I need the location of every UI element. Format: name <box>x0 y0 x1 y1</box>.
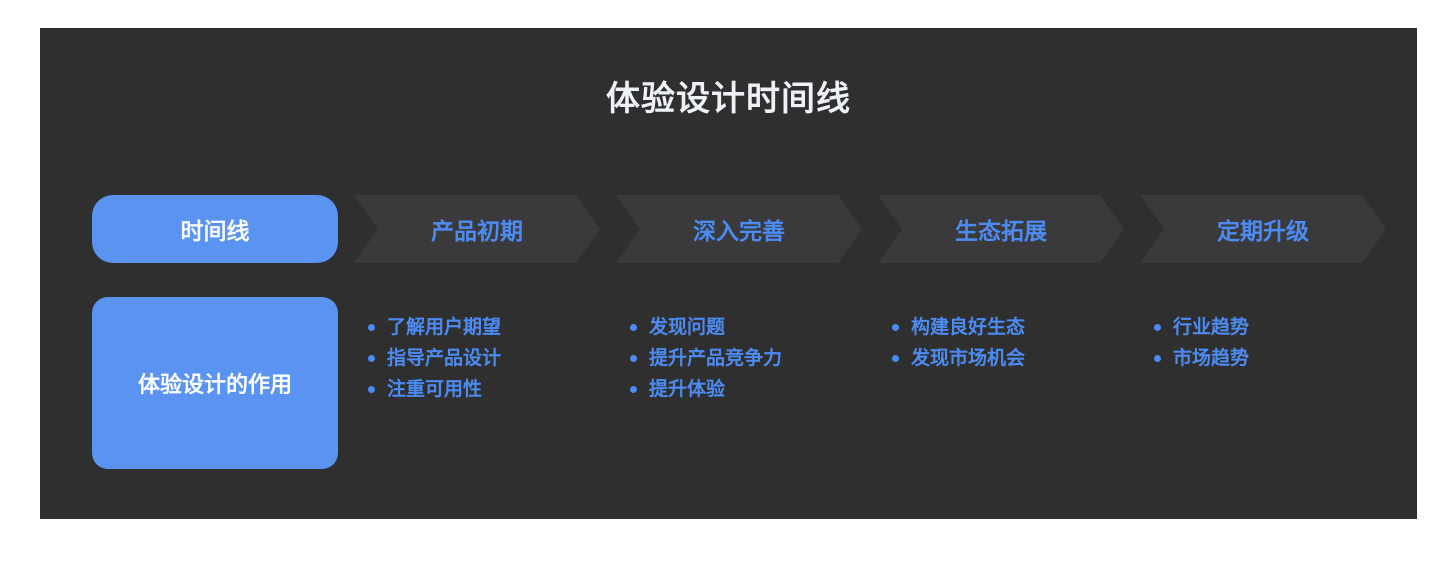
page-title: 体验设计时间线 <box>606 80 851 118</box>
list-item: 发现市场机会 <box>892 343 1124 374</box>
list-item: 了解用户期望 <box>368 312 600 343</box>
list-item-text: 指导产品设计 <box>387 348 502 369</box>
list-item: 市场趋势 <box>1154 343 1386 374</box>
list-item: 指导产品设计 <box>368 343 600 374</box>
bullet-list: 构建良好生态 发现市场机会 <box>878 297 1124 374</box>
bullet-dot <box>1154 355 1161 362</box>
timeline-pill-label: 时间线 <box>180 218 250 244</box>
stage-label: 产品初期 <box>431 218 523 244</box>
role-box: 体验设计的作用 <box>92 297 338 469</box>
list-item-text: 注重可用性 <box>387 379 483 400</box>
bullet-dot <box>368 355 375 362</box>
bullet-list: 了解用户期望 指导产品设计 注重可用性 <box>354 297 600 405</box>
bullet-dot <box>630 324 637 331</box>
stage-column-periodic-upgrade: 行业趋势 市场趋势 <box>1140 297 1386 469</box>
timeline-slide-card: 体验设计时间线 时间线 产品初期 深入完善 生态拓展 定期升级 体验设计的作用 … <box>40 28 1417 519</box>
list-item-text: 提升产品竞争力 <box>649 348 783 369</box>
bullet-dot <box>630 355 637 362</box>
role-column: 体验设计的作用 <box>92 297 338 469</box>
list-item-text: 市场趋势 <box>1173 348 1250 369</box>
list-item-text: 发现市场机会 <box>911 348 1026 369</box>
stage-chevron-product-initial: 产品初期 <box>354 195 600 263</box>
bullet-dot <box>892 355 899 362</box>
list-item-text: 提升体验 <box>649 379 726 400</box>
list-item-text: 了解用户期望 <box>387 317 502 338</box>
list-item: 行业趋势 <box>1154 312 1386 343</box>
list-item-text: 行业趋势 <box>1173 317 1250 338</box>
list-item: 提升体验 <box>630 374 862 405</box>
bullet-dot <box>368 386 375 393</box>
bullet-list: 行业趋势 市场趋势 <box>1140 297 1386 374</box>
stage-label: 深入完善 <box>693 218 785 244</box>
list-item: 注重可用性 <box>368 374 600 405</box>
stage-column-product-initial: 了解用户期望 指导产品设计 注重可用性 <box>354 297 600 469</box>
bullet-dot <box>1154 324 1161 331</box>
stage-column-ecosystem-expansion: 构建良好生态 发现市场机会 <box>878 297 1124 469</box>
bullet-list: 发现问题 提升产品竞争力 提升体验 <box>616 297 862 405</box>
timeline-pill: 时间线 <box>92 195 338 263</box>
stage-column-deep-improvement: 发现问题 提升产品竞争力 提升体验 <box>616 297 862 469</box>
stage-label: 定期升级 <box>1217 218 1309 244</box>
list-item: 提升产品竞争力 <box>630 343 862 374</box>
stage-label: 生态拓展 <box>955 218 1047 244</box>
list-item: 构建良好生态 <box>892 312 1124 343</box>
bullet-dot <box>630 386 637 393</box>
stage-chevron-periodic-upgrade: 定期升级 <box>1140 195 1386 263</box>
list-item-text: 构建良好生态 <box>911 317 1026 338</box>
list-item: 发现问题 <box>630 312 862 343</box>
bullet-dot <box>892 324 899 331</box>
bullet-dot <box>368 324 375 331</box>
content-row: 体验设计的作用 了解用户期望 指导产品设计 注重可用性 发现问题 提升产品竞争力… <box>92 297 1386 469</box>
stage-chevron-deep-improvement: 深入完善 <box>616 195 862 263</box>
stage-row: 时间线 产品初期 深入完善 生态拓展 定期升级 <box>92 195 1386 263</box>
stage-chevron-ecosystem-expansion: 生态拓展 <box>878 195 1124 263</box>
role-box-label: 体验设计的作用 <box>137 372 292 397</box>
list-item-text: 发现问题 <box>649 317 726 338</box>
